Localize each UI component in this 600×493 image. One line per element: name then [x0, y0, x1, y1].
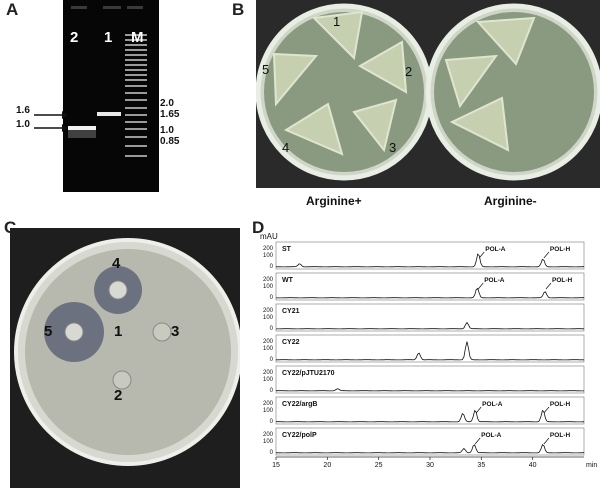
well-number: 5	[44, 323, 53, 340]
trace-name: CY22/argB	[282, 401, 317, 408]
right-marker-label: 2.0	[160, 98, 174, 109]
trace-frame	[275, 272, 585, 301]
peak-arrow	[477, 282, 484, 290]
x-unit-label: min	[586, 462, 597, 469]
y-tick-label: 100	[263, 439, 274, 445]
trace-line	[275, 287, 584, 299]
well-number: 1	[114, 323, 123, 340]
panel-b-letter: B	[232, 0, 245, 19]
gel-lane-label: 2	[70, 29, 79, 46]
x-tick-label: 35	[477, 462, 485, 469]
trace-frame	[275, 427, 585, 456]
right-marker-label: 1.65	[160, 109, 180, 120]
y-tick-label: 0	[270, 295, 274, 301]
chromatogram-unit: mAU	[260, 232, 278, 241]
peak-arrow	[475, 406, 482, 414]
peak-label: POL-H	[552, 277, 573, 284]
sector-number: 4	[282, 140, 290, 155]
y-tick-label: 200	[263, 277, 274, 283]
peak-arrow	[478, 251, 485, 259]
peak-label: POL-H	[550, 246, 571, 253]
gel-lane-label: 1	[104, 29, 113, 46]
y-tick-label: 200	[263, 432, 274, 438]
right-marker-label: 1.0	[160, 125, 174, 136]
sector-number: 5	[262, 62, 270, 77]
y-tick-label: 100	[263, 408, 274, 414]
left-marker-label: 1.0	[16, 119, 30, 130]
x-tick-label: 40	[529, 462, 537, 469]
panel-a-letter: A	[6, 0, 19, 19]
trace-name: CY22/pJTU2170	[282, 370, 335, 377]
y-tick-label: 100	[263, 253, 274, 259]
sector-number: 3	[389, 140, 397, 155]
peak-arrow	[474, 437, 481, 445]
plates-svg	[255, 3, 600, 181]
y-tick-label: 100	[263, 284, 274, 290]
left-arrows	[34, 111, 68, 132]
y-tick-label: 0	[270, 419, 274, 425]
trace-line	[275, 444, 584, 454]
trace-name: CY21	[282, 308, 300, 315]
y-tick-label: 200	[263, 308, 274, 314]
y-tick-label: 0	[270, 388, 274, 394]
peak-label: POL-A	[482, 401, 503, 408]
well-number: 4	[112, 255, 121, 272]
trace-name: WT	[282, 277, 294, 284]
trace-line	[276, 409, 584, 423]
peak-arrow	[543, 437, 550, 445]
y-tick-label: 0	[270, 450, 274, 456]
peak-arrow	[543, 406, 550, 414]
trace-frame	[275, 303, 585, 332]
x-tick-label: 25	[375, 462, 383, 469]
trace-name: CY22	[282, 339, 300, 346]
well-number: 2	[114, 387, 123, 404]
y-tick-label: 200	[263, 246, 274, 252]
y-tick-label: 0	[270, 264, 274, 270]
peak-label: POL-A	[485, 246, 506, 253]
y-tick-label: 0	[270, 326, 274, 332]
trace-frame	[275, 241, 585, 270]
peak-arrow	[545, 282, 552, 290]
left-marker-label: 1.6	[16, 105, 30, 116]
sector-number: 2	[405, 64, 413, 79]
y-tick-label: 100	[263, 315, 274, 321]
peak-label: POL-H	[550, 401, 571, 408]
trace-name: ST	[282, 246, 292, 253]
y-tick-label: 200	[263, 370, 274, 376]
trace-line	[275, 253, 584, 268]
y-tick-label: 200	[263, 339, 274, 345]
trace-line	[275, 388, 584, 392]
y-tick-label: 100	[263, 377, 274, 383]
y-tick-label: 200	[263, 401, 274, 407]
panel-d-letter: D	[252, 218, 265, 237]
y-tick-label: 0	[270, 357, 274, 363]
trace-frame	[275, 334, 585, 363]
trace-frame	[275, 396, 585, 425]
bioassay-plate-photo	[10, 228, 242, 488]
x-tick-label: 20	[323, 462, 331, 469]
peak-arrow	[543, 251, 550, 259]
bioassay-plate-svg	[14, 238, 242, 466]
gel-lane-label: M	[131, 29, 144, 46]
plate-right-label: Arginine-	[484, 194, 537, 208]
gel-image	[63, 0, 159, 192]
plates-photo	[255, 0, 600, 188]
peak-label: POL-A	[484, 277, 505, 284]
well-number: 3	[171, 323, 180, 340]
trace-line	[276, 321, 584, 330]
trace-name: CY22/polP	[282, 432, 317, 439]
x-tick-label: 15	[272, 462, 280, 469]
x-tick-label: 30	[426, 462, 434, 469]
right-marker-label: 0.85	[160, 136, 180, 147]
peak-label: POL-A	[481, 432, 502, 439]
peak-label: POL-H	[550, 432, 571, 439]
plate-left-label: Arginine+	[306, 194, 362, 208]
trace-line	[276, 341, 585, 361]
y-tick-label: 100	[263, 346, 274, 352]
sector-number: 1	[333, 14, 341, 29]
trace-frame	[275, 365, 585, 394]
gel-bands	[63, 0, 159, 192]
